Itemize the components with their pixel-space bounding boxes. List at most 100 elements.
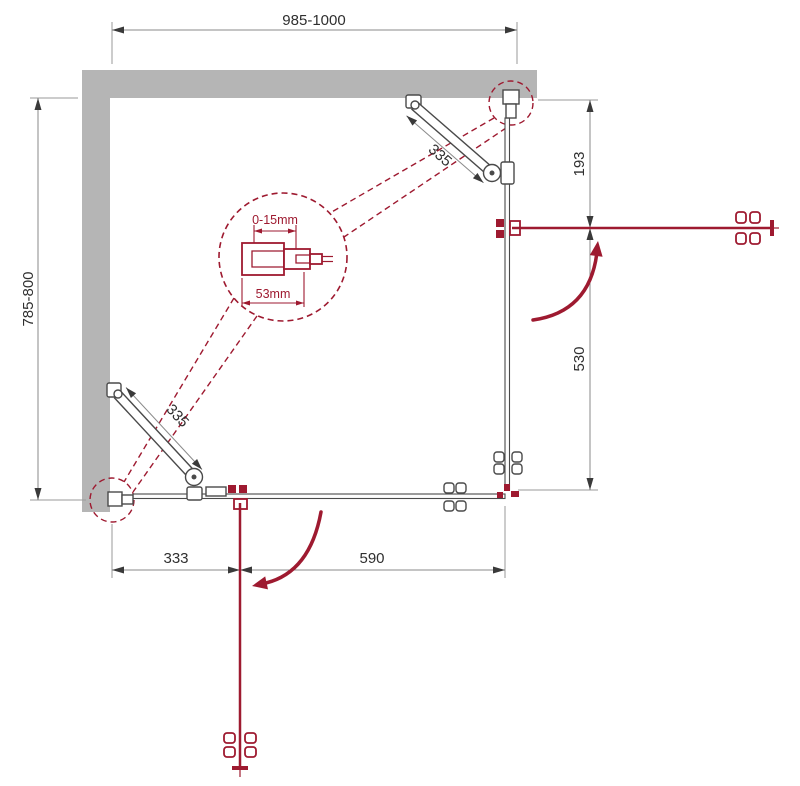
wall-profile-bracket	[107, 491, 123, 507]
detail-callout	[89, 80, 534, 523]
stabilizer-glass-clamp	[186, 486, 203, 501]
callout-circle-bottom-left	[89, 477, 135, 523]
callout-leader-line	[343, 127, 507, 238]
handle-flange	[223, 746, 236, 758]
handle-flange	[735, 211, 747, 224]
dim-label-bottom-fixed: 333	[163, 550, 188, 567]
dim-top-width: 985-1000	[111, 12, 518, 64]
handle-bottom-door-open	[223, 732, 257, 758]
handle-flange	[455, 500, 467, 512]
dim-arrow	[472, 173, 484, 183]
dim-left-depth: 785-800	[20, 97, 86, 501]
dim-arrow	[505, 26, 517, 34]
hinge-lobe	[239, 485, 247, 493]
stabilizer-bar	[411, 101, 496, 178]
stabilizer-pivot-dot	[191, 474, 197, 480]
swing-arrow-bottom-door	[252, 510, 323, 590]
dim-label-left-depth: 785-800	[20, 271, 37, 326]
dim-label-bottom-door: 590	[359, 550, 384, 567]
glass-panels	[132, 117, 511, 500]
glass-holder-tab	[309, 253, 323, 265]
stabilizer-bar	[113, 390, 199, 482]
handle-flange	[443, 482, 455, 494]
stabilizer-bar-bottom	[106, 382, 204, 501]
wall-profile-bracket	[502, 89, 520, 105]
detail-arrow	[242, 300, 250, 306]
dimension-line	[125, 387, 203, 470]
glass-holder-slot	[295, 254, 310, 264]
dim-arrow	[493, 566, 505, 574]
stabilizer-pivot-dot	[489, 170, 495, 176]
callout-leader-line	[329, 117, 495, 214]
dim-arrow	[112, 26, 124, 34]
corner-magnet-hardware	[497, 484, 519, 498]
detail-label-gap: 0-15mm	[252, 213, 298, 227]
detail-arrow	[288, 228, 296, 234]
dim-label-top-width: 985-1000	[282, 12, 345, 29]
swing-arc	[264, 510, 323, 585]
dim-arrow	[406, 115, 418, 126]
dim-arrow	[586, 216, 594, 228]
hinge-lobe	[228, 485, 236, 493]
handle-flange	[493, 463, 505, 475]
dim-stabilizer-bottom: 335	[125, 387, 203, 470]
stabilizer-bar-top	[405, 94, 515, 185]
hinge-plate	[205, 486, 227, 497]
hinge-lobe	[496, 219, 504, 227]
handle-flange	[749, 211, 761, 224]
handle-flange	[455, 482, 467, 494]
dim-label-right-fixed: 193	[571, 151, 588, 176]
detail-arrow	[296, 300, 304, 306]
handle-bottom-door-closed	[443, 482, 467, 512]
wall	[82, 70, 537, 512]
swing-arc	[531, 250, 599, 322]
dimension-line	[406, 115, 484, 184]
detail-view-profile: 0-15mm 53mm	[241, 213, 333, 307]
handle-flange	[735, 232, 747, 245]
dim-arrow	[112, 566, 124, 574]
magnet-strip	[511, 491, 519, 497]
handle-flange	[443, 500, 455, 512]
dim-arrow	[586, 228, 594, 240]
handle-flange	[749, 232, 761, 245]
wall-profile-top-right	[502, 89, 520, 119]
dim-label-stabilizer-top: 335	[425, 141, 455, 170]
wall-profile-bottom-left	[107, 491, 134, 507]
stabilizer-pivot-small	[410, 100, 420, 110]
door-right-open	[496, 211, 779, 245]
door-end-cap	[770, 220, 774, 236]
dim-label-right-door: 530	[571, 346, 588, 371]
stabilizer-pivot-small	[113, 389, 123, 399]
dim-bottom-side: 333 590	[111, 506, 506, 578]
door-end-cap	[232, 766, 248, 770]
glass-holder-profile	[283, 248, 311, 270]
dim-arrow	[586, 478, 594, 490]
dim-arrow	[228, 566, 240, 574]
handle-right-door-closed	[493, 451, 523, 475]
hinge-lobe	[496, 230, 504, 238]
wall-shape	[82, 70, 537, 512]
handle-flange	[511, 451, 523, 463]
handle-flange	[244, 732, 257, 744]
dim-arrow	[34, 488, 42, 500]
dim-label-stabilizer-bottom: 335	[163, 401, 193, 431]
handle-flange	[223, 732, 236, 744]
wall-profile-insert	[505, 103, 517, 119]
swing-arrowhead	[252, 576, 268, 590]
dim-arrow	[191, 459, 202, 470]
handle-flange	[493, 451, 505, 463]
dim-arrow	[586, 100, 594, 112]
dim-arrow	[126, 387, 137, 398]
stabilizer-glass-clamp	[500, 161, 515, 185]
detail-circle	[218, 192, 348, 322]
magnet-strip	[504, 484, 510, 491]
wall-profile-channel-slot	[251, 250, 284, 268]
swing-arrow-right-door	[531, 241, 603, 322]
wall-profile-insert	[121, 494, 134, 505]
callout-circle-top-right	[488, 80, 534, 126]
wall-profile-channel	[241, 242, 285, 276]
handle-right-door-open	[735, 211, 761, 245]
detail-label-profile-width: 53mm	[256, 287, 291, 301]
